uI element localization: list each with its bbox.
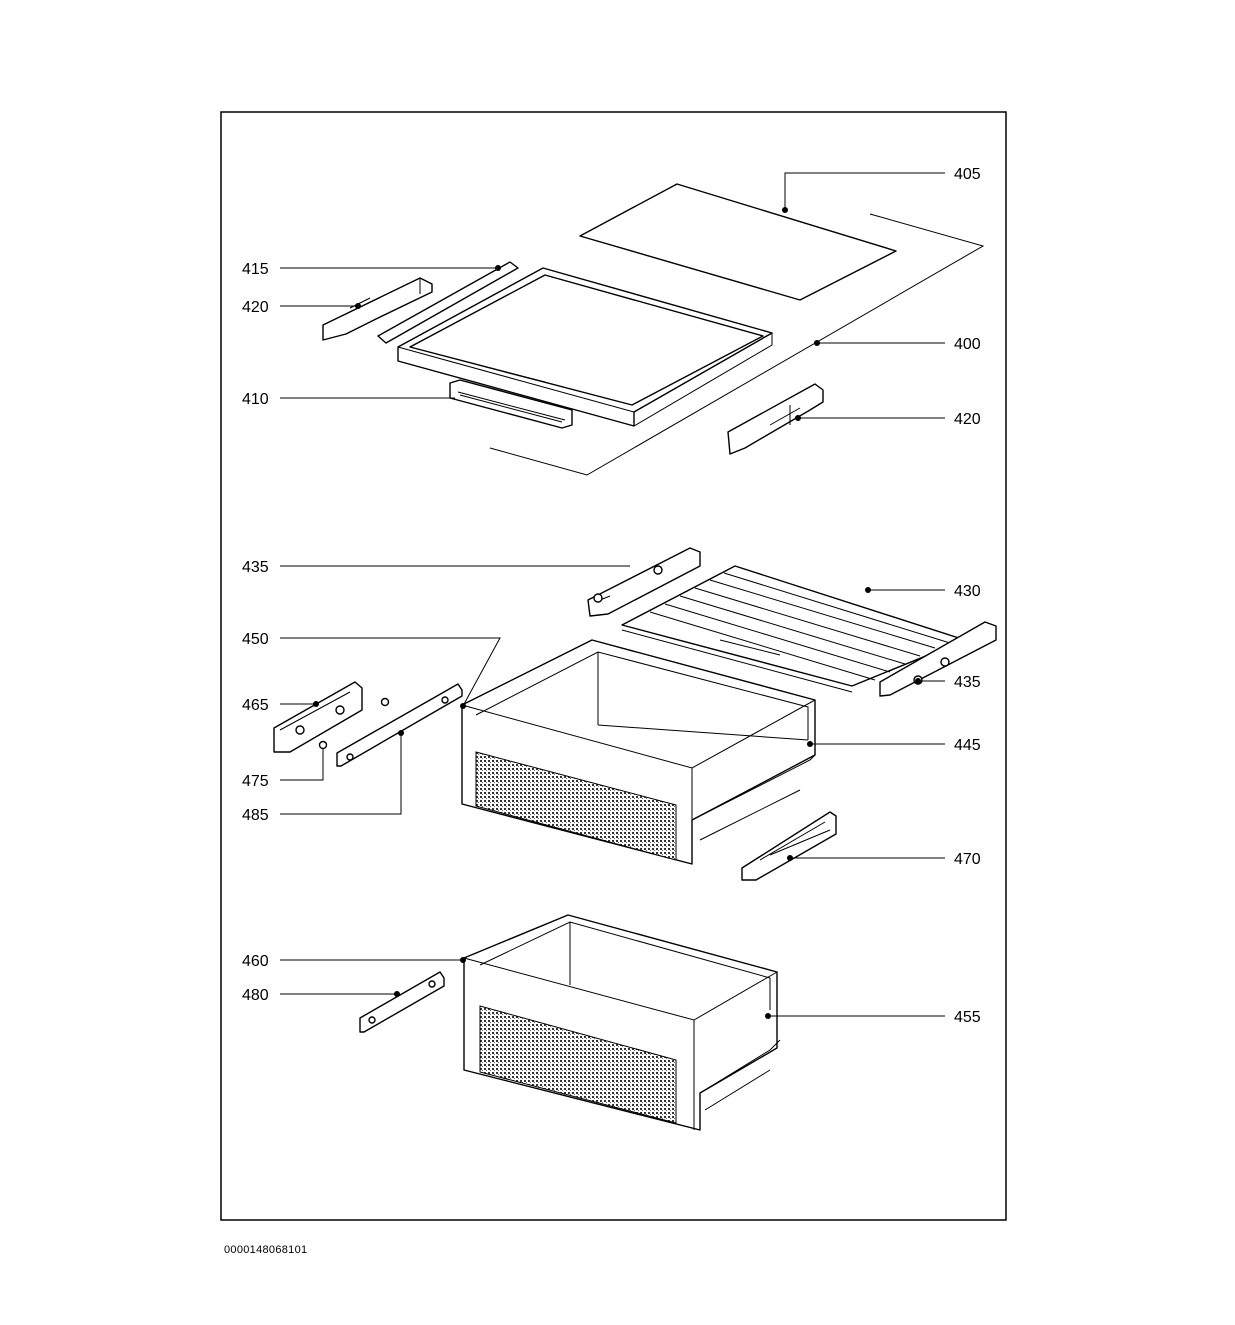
callout-430: 430	[954, 583, 981, 600]
drawer-slide-465	[273, 681, 363, 753]
shelf-support-420-left	[322, 277, 433, 341]
handle-strip-480	[359, 971, 445, 1033]
shelf-frame-400	[397, 267, 773, 427]
callout-450: 450	[242, 631, 269, 648]
callout-420-left: 420	[242, 299, 269, 316]
callout-420-right: 420	[954, 411, 981, 428]
shelf-support-420-right	[727, 383, 824, 455]
callout-475: 475	[242, 773, 269, 790]
callout-410: 410	[242, 391, 269, 408]
trim-strip-415	[377, 261, 519, 344]
callout-480: 480	[242, 987, 269, 1004]
callout-435-left: 435	[242, 559, 269, 576]
drawer-rail-470	[741, 811, 837, 881]
callout-445: 445	[954, 737, 981, 754]
cover-rail-435-left	[587, 547, 701, 617]
callout-405: 405	[954, 166, 981, 183]
drawer-455	[463, 914, 781, 1131]
group-bracket-400	[489, 213, 985, 476]
callout-465: 465	[242, 697, 269, 714]
handle-strip-485	[336, 683, 463, 767]
callout-470: 470	[954, 851, 981, 868]
crisper-drawer-445	[461, 639, 816, 865]
callout-415: 415	[242, 261, 269, 278]
callout-455: 455	[954, 1009, 981, 1026]
callout-400: 400	[954, 336, 981, 353]
drawing-code: 0000148068101	[224, 1244, 308, 1256]
callout-460: 460	[242, 953, 269, 970]
callout-485: 485	[242, 807, 269, 824]
glass-plate-405	[579, 183, 897, 301]
callout-435-right: 435	[954, 674, 981, 691]
screws-475	[318, 697, 390, 750]
diagram-frame	[220, 111, 1007, 1221]
